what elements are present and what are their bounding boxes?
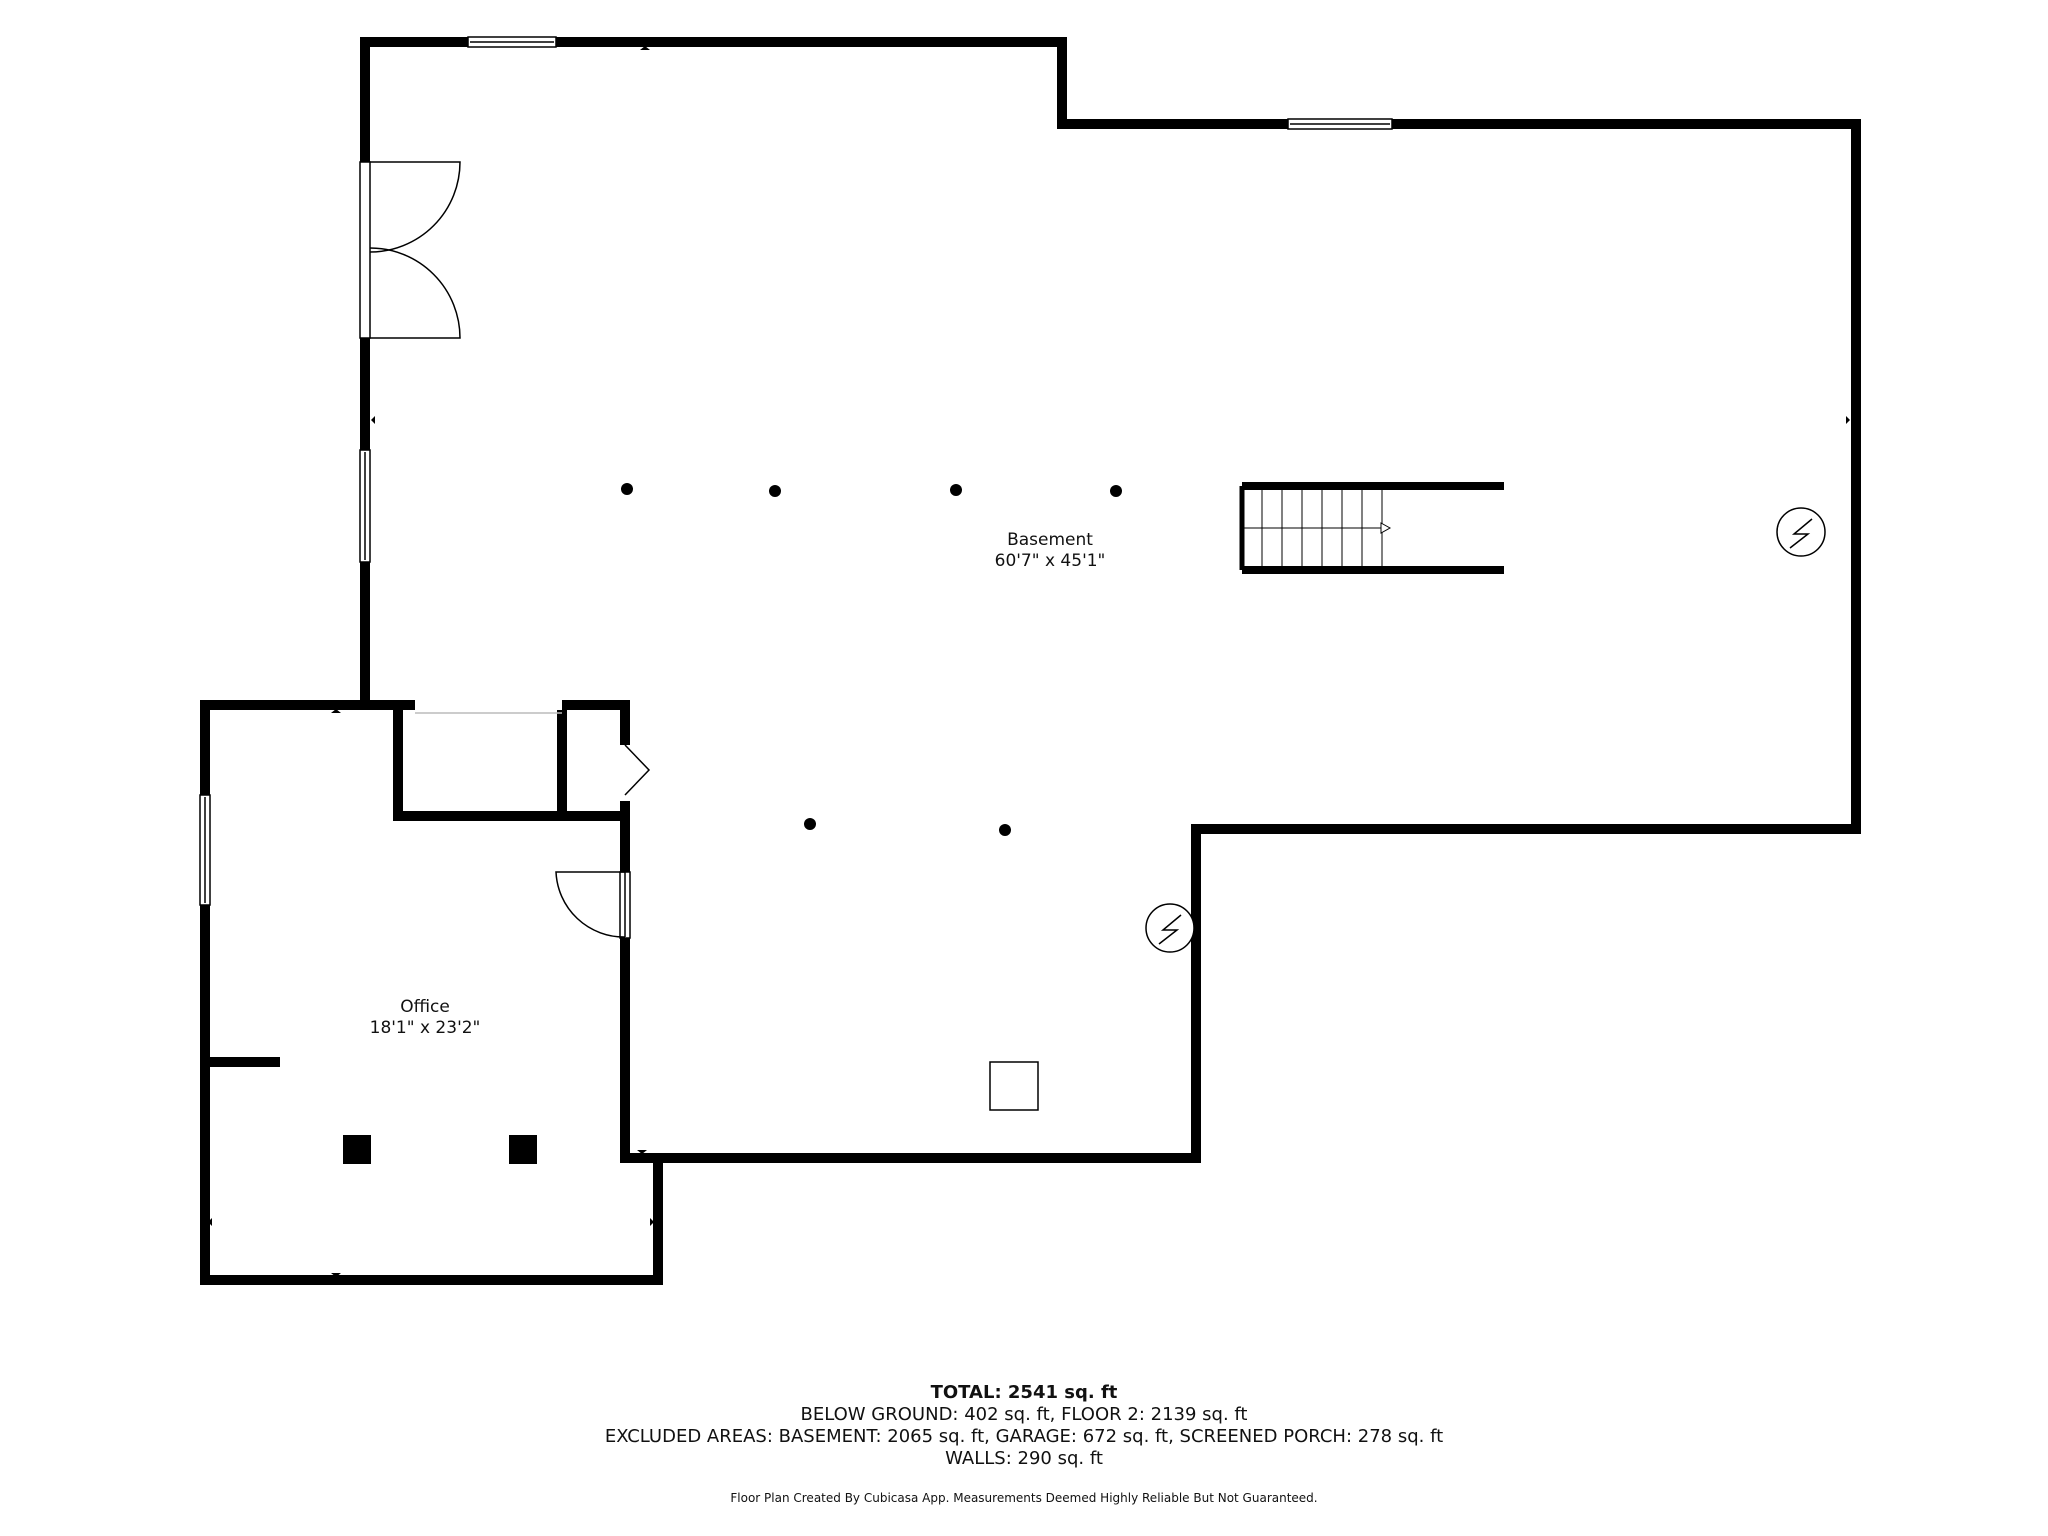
exterior-walls [200, 37, 1861, 1285]
electrical-panel-icon [1776, 507, 1826, 557]
floor-hatch [989, 1061, 1039, 1111]
stairs [1239, 482, 1504, 574]
footer-disclaimer: Floor Plan Created By Cubicasa App. Meas… [730, 1491, 1318, 1505]
column-post-icon [804, 818, 816, 830]
interior-office-east-wall [620, 700, 663, 1163]
closet-opening [415, 700, 562, 710]
column-post-icon [769, 485, 781, 497]
closet-door-opening [620, 745, 630, 801]
closet-walls [393, 700, 630, 821]
column-square-icon [509, 1135, 537, 1164]
column-post-icon [999, 824, 1011, 836]
basement-north-west-wall [360, 37, 1861, 1163]
total-area: TOTAL: 2541 sq. ft [930, 1382, 1118, 1403]
columns [343, 483, 1122, 1164]
windows [199, 36, 1393, 939]
door-opening-double [359, 161, 371, 339]
column-post-icon [950, 484, 962, 496]
basement-name: Basement [1007, 530, 1093, 550]
below-ground-area: BELOW GROUND: 402 sq. ft, FLOOR 2: 2139 … [800, 1404, 1248, 1425]
walls-area: WALLS: 290 sq. ft [945, 1448, 1103, 1469]
office-door-swing [555, 871, 626, 938]
closet-top-right-wall [557, 700, 630, 745]
basement-room-label: Basement 60'7" x 45'1" [900, 530, 1200, 572]
office-dimensions: 18'1" x 23'2" [369, 1018, 481, 1038]
stair-treads [1244, 488, 1386, 568]
column-square-icon [343, 1135, 371, 1164]
closet-door-swing [624, 744, 651, 796]
office-wall-outline [200, 700, 663, 1285]
stairs-arrow-icon [1380, 522, 1392, 534]
door-swings [369, 161, 651, 938]
double-door-swing-lower [369, 247, 461, 339]
double-door-swing-upper [369, 161, 461, 253]
excluded-areas: EXCLUDED AREAS: BASEMENT: 2065 sq. ft, G… [604, 1426, 1444, 1447]
electrical-panel-icon [1145, 903, 1195, 953]
basement-dimensions: 60'7" x 45'1" [994, 551, 1106, 571]
column-post-icon [621, 483, 633, 495]
dimension-markers [208, 46, 1850, 1277]
column-post-icon [1110, 485, 1122, 497]
office-room-label: Office 18'1" x 23'2" [275, 997, 575, 1039]
office-name: Office [400, 997, 450, 1017]
